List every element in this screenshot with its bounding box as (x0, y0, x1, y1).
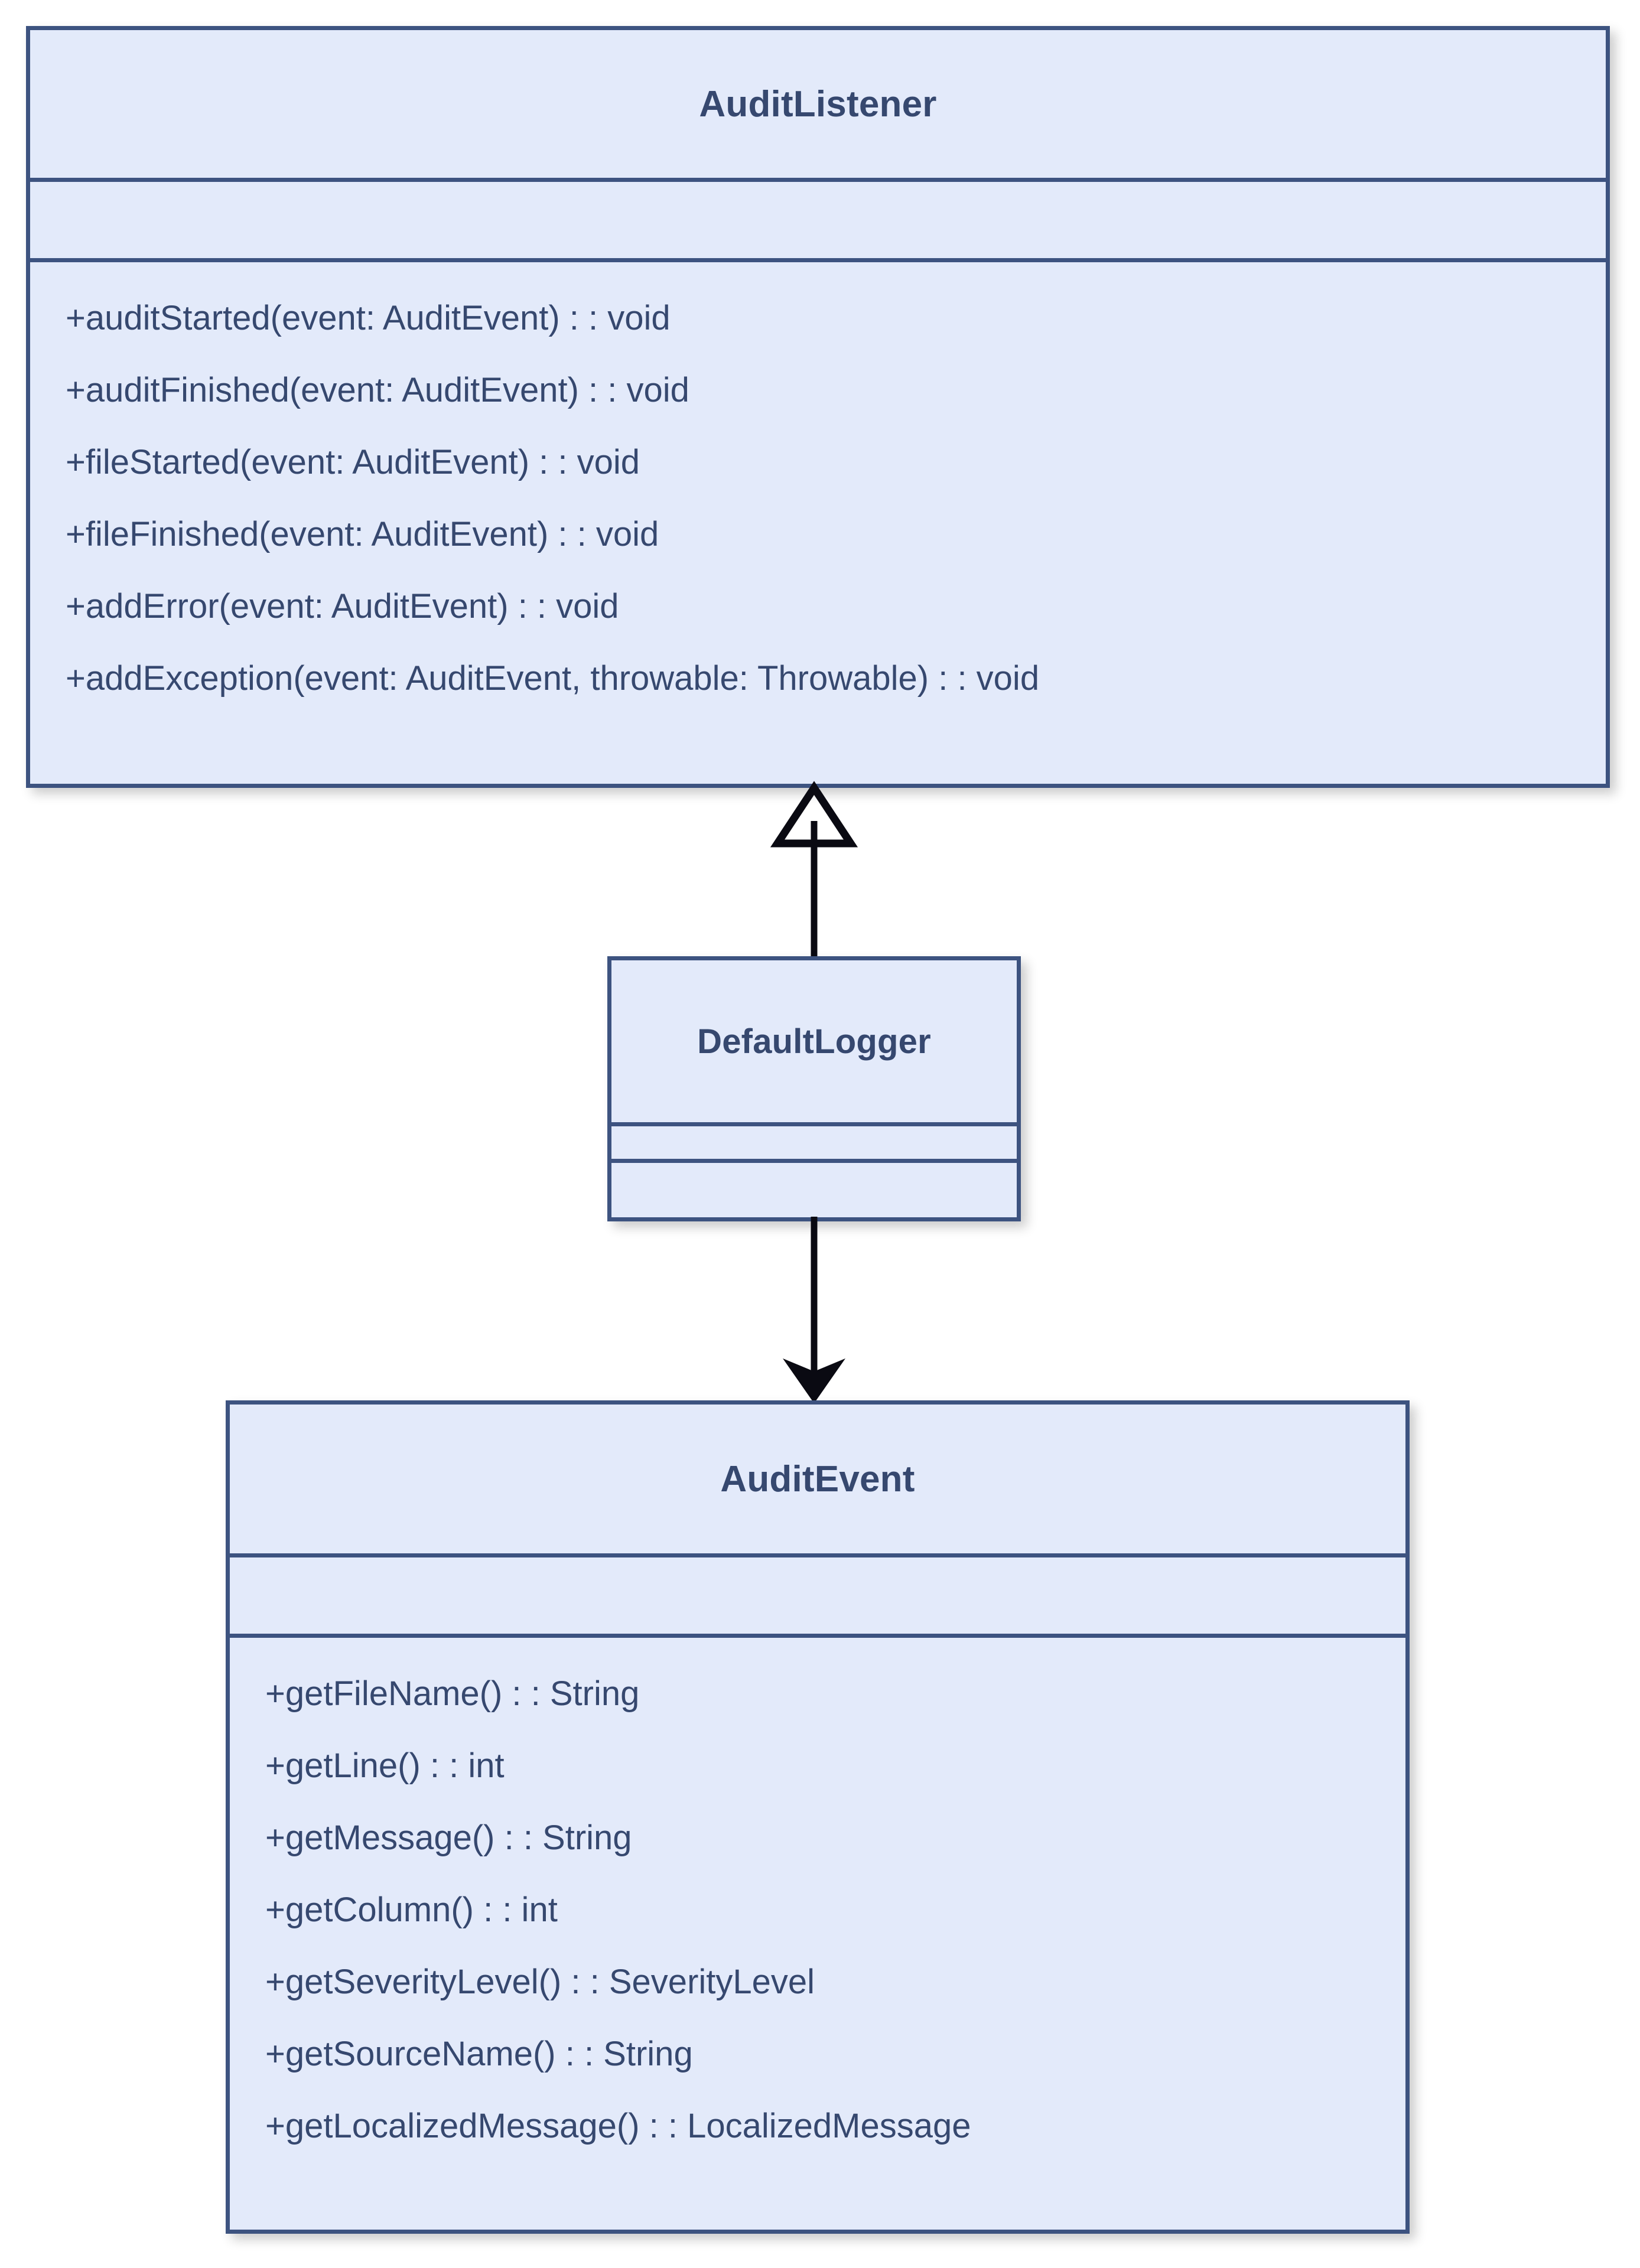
method-row: +fileFinished(event: AuditEvent) : : voi… (66, 515, 659, 553)
method-row: +getMessage() : : String (265, 1819, 632, 1857)
method-row: +getLocalizedMessage() : : LocalizedMess… (265, 2107, 971, 2145)
generalization-arrow-icon (770, 781, 858, 963)
class-name-audit-listener: AuditListener (30, 30, 1606, 182)
class-name-audit-event: AuditEvent (230, 1405, 1405, 1557)
method-row: +auditStarted(event: AuditEvent) : : voi… (66, 299, 671, 337)
attributes-compartment-default-logger (611, 1126, 1017, 1163)
class-name-default-logger: DefaultLogger (611, 960, 1017, 1126)
attributes-compartment-audit-event (230, 1557, 1405, 1638)
uml-class-audit-event[interactable]: AuditEvent +getFileName() : : String +ge… (226, 1400, 1410, 2234)
method-row: +getFileName() : : String (265, 1674, 640, 1713)
method-row: +addException(event: AuditEvent, throwab… (66, 659, 1040, 698)
method-row: +addError(event: AuditEvent) : : void (66, 587, 619, 625)
association-arrow-icon (783, 1217, 845, 1403)
methods-compartment-audit-event: +getFileName() : : String +getLine() : :… (230, 1638, 1405, 2230)
method-row: +getColumn() : : int (265, 1891, 558, 1929)
method-row: +auditFinished(event: AuditEvent) : : vo… (66, 371, 689, 409)
method-row: +fileStarted(event: AuditEvent) : : void (66, 443, 640, 481)
methods-compartment-audit-listener: +auditStarted(event: AuditEvent) : : voi… (30, 262, 1606, 784)
uml-class-audit-listener[interactable]: AuditListener +auditStarted(event: Audit… (26, 26, 1610, 788)
method-row: +getLine() : : int (265, 1746, 505, 1785)
methods-compartment-default-logger (611, 1163, 1017, 1217)
method-row: +getSeverityLevel() : : SeverityLevel (265, 1963, 815, 2001)
attributes-compartment-audit-listener (30, 182, 1606, 262)
method-row: +getSourceName() : : String (265, 2035, 693, 2073)
uml-class-default-logger[interactable]: DefaultLogger (607, 956, 1021, 1221)
